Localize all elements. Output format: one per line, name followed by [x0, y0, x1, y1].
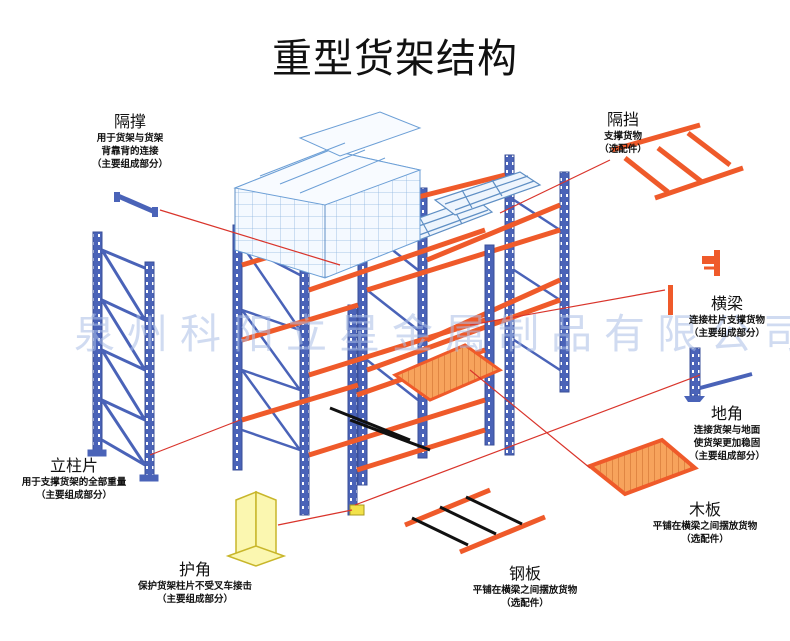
label-geche-name: 隔撑 [113, 112, 146, 131]
main-rack-assembly [232, 111, 570, 516]
label-lizhupian-name: 立柱片 [49, 456, 98, 475]
label-hujiao-desc-2: （主要组成部分） [156, 594, 233, 605]
foot-guard-part [225, 490, 287, 567]
label-gedang-name: 隔挡 [606, 110, 639, 129]
label-dijiao-desc-2: 使货架更加稳固 [693, 438, 761, 449]
steel-panel-part [404, 487, 546, 555]
label-geche: 隔撑 用于货架与货架 背靠背的连接 （主要组成部分） [60, 108, 200, 171]
label-muban: 木板 平铺在横梁之间摆放货物 （选配件） [640, 496, 770, 546]
label-gangban: 钢板 平铺在横梁之间摆放货物 （选配件） [460, 560, 590, 610]
label-hengliang-desc-1: 连接柱片支撑货物 [688, 315, 765, 326]
label-muban-desc-2: （选配件） [681, 534, 729, 545]
label-geche-desc-1: 用于货架与货架 [96, 133, 164, 144]
label-hujiao-name: 护角 [178, 560, 211, 579]
label-muban-name: 木板 [688, 500, 721, 519]
label-gangban-name: 钢板 [508, 564, 541, 583]
label-hengliang-name: 横梁 [710, 294, 743, 313]
pallet-support-part [611, 122, 744, 201]
label-lizhupian-desc-1: 用于支撑货架的全部重量 [21, 477, 127, 488]
label-hujiao-desc-1: 保护货架柱片不受叉车接击 [137, 581, 252, 592]
label-gangban-desc-1: 平铺在横梁之间摆放货物 [472, 585, 578, 596]
label-muban-desc-1: 平铺在横梁之间摆放货物 [652, 521, 758, 532]
label-hujiao: 护角 保护货架柱片不受叉车接击 （主要组成部分） [120, 556, 270, 606]
label-lizhupian: 立柱片 用于支撑货架的全部重量 （主要组成部分） [0, 452, 148, 502]
label-gedang-desc-1: 支撑货物 [603, 131, 642, 142]
label-hengliang: 横梁 连接柱片支撑货物 （主要组成部分） [672, 290, 782, 340]
watermark: 泉州科阳立星金属制品有限公司 [74, 310, 790, 358]
page-title: 重型货架结构 [272, 36, 518, 82]
steel-deck-installed [391, 343, 504, 402]
stacked-cartons [233, 111, 422, 279]
label-gedang-desc-2: （选配件） [599, 144, 647, 155]
label-hengliang-desc-2: （主要组成部分） [688, 328, 765, 339]
callout-lines [149, 159, 701, 526]
label-geche-desc-3: （主要组成部分） [91, 159, 168, 170]
beam-part [668, 250, 720, 315]
base-plate-part [684, 347, 753, 402]
label-gedang: 隔挡 支撑货物 （选配件） [568, 106, 678, 156]
label-gangban-desc-2: （选配件） [501, 598, 549, 609]
label-dijiao-desc-3: （主要组成部分） [688, 451, 765, 462]
label-dijiao-desc-1: 连接货架与地面 [693, 425, 761, 436]
upright-frame-part [87, 231, 159, 482]
spacer-part [114, 192, 158, 217]
label-dijiao-name: 地角 [710, 404, 743, 423]
label-lizhupian-desc-2: （主要组成部分） [35, 490, 112, 501]
label-dijiao: 地角 连接货架与地面 使货架更加稳固 （主要组成部分） [672, 400, 782, 463]
wood-board-part [585, 437, 699, 497]
label-geche-desc-2: 背靠背的连接 [101, 146, 159, 157]
